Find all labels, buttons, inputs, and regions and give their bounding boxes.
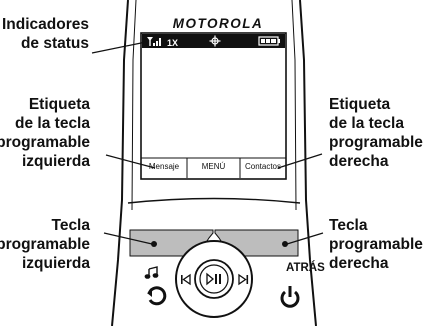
right-label-callout-line (277, 153, 323, 169)
brand-logo: MOTOROLA (172, 16, 264, 31)
display-frame (140, 32, 287, 180)
network-indicator: 1X (167, 38, 179, 48)
status-indicators-callout: Indicadores de status (2, 16, 89, 52)
play-pause-icon (206, 272, 221, 286)
left-softkey-callout: Tecla programable izquierda (0, 217, 90, 272)
right-softkey-callout: Tecla programable derecha (329, 217, 423, 272)
left-softkey-label: Mensaje (148, 162, 180, 171)
right-key-callout-line (286, 232, 324, 245)
next-track-icon[interactable] (238, 273, 249, 286)
music-note-icon[interactable] (144, 266, 159, 279)
right-softkey-label: Contactos (244, 162, 282, 171)
end-call-power-icon[interactable] (280, 286, 300, 308)
phone-body-seam (127, 197, 301, 204)
left-label-callout-line (105, 154, 156, 169)
left-softkey-label-callout: Etiqueta de la tecla programable izquier… (0, 96, 90, 170)
status-callout-line (91, 41, 147, 54)
previous-track-icon[interactable] (181, 273, 191, 286)
left-key-callout-line (103, 232, 153, 245)
signal-strength-icon (147, 37, 161, 46)
left-soft-key-dot (151, 241, 157, 247)
phone-body-right-edge (299, 0, 317, 326)
battery-icon (258, 36, 280, 46)
right-soft-key-dot (282, 241, 288, 247)
right-softkey-label-callout: Etiqueta de la tecla programable derecha (329, 96, 423, 170)
phone-body-left-edge (111, 0, 129, 326)
center-softkey-label: MENÚ (201, 162, 226, 171)
phone-inner-right-edge (291, 0, 297, 211)
gps-icon (209, 35, 221, 47)
play-pause-inner-ring (199, 264, 229, 294)
send-call-icon[interactable] (147, 286, 167, 306)
phone-inner-left-edge (131, 0, 137, 211)
back-key-label[interactable]: ATRÁS (286, 262, 325, 274)
